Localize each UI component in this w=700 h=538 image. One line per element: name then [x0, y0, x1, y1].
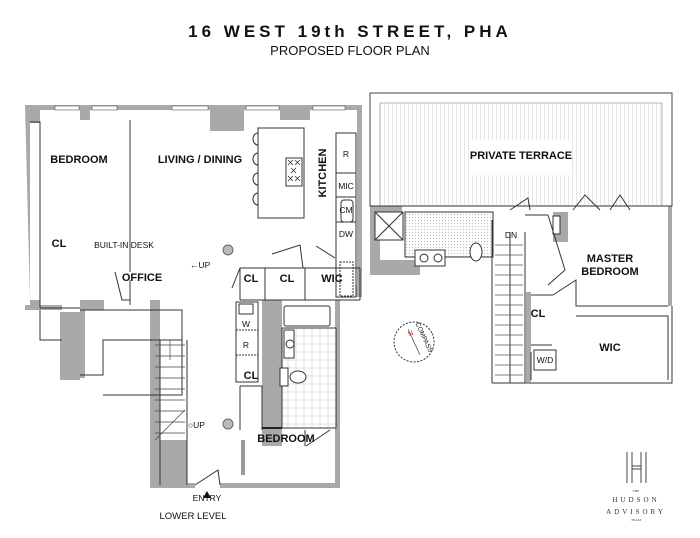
lower-level-plan: [25, 105, 362, 498]
svg-text:TEAM: TEAM: [631, 518, 642, 522]
room-label-living-dining: LIVING / DINING: [158, 154, 242, 166]
compass-north: N: [407, 330, 415, 338]
compass-icon: N COMPASS: [393, 321, 435, 363]
room-label-closet: CL: [244, 273, 259, 285]
room-label-closet: CL: [244, 370, 259, 382]
appliance-coffee-maker: CM: [339, 205, 352, 215]
appliance-microwave: MIC: [338, 181, 354, 191]
room-label-closet: CL: [531, 308, 546, 320]
room-label-wic: WIC: [321, 273, 342, 285]
entry-label: ENTRY: [193, 493, 222, 503]
appliance-washer: W: [242, 319, 250, 329]
stairs-down-label: DN: [505, 230, 517, 240]
appliance-refrigerator-2: R: [243, 340, 249, 350]
room-label-closet: CL: [280, 273, 295, 285]
hudson-advisory-logo: THE HUDSON ADVISORY TEAM: [606, 452, 666, 522]
room-label-master-bedroom: MASTER: [587, 253, 634, 265]
room-label-private-terrace: PRIVATE TERRACE: [470, 150, 572, 162]
upper-level-plan: [369, 92, 673, 384]
plan-subtitle: PROPOSED FLOOR PLAN: [270, 43, 430, 58]
room-label-master-bedroom-2: BEDROOM: [581, 266, 638, 278]
lower-level-label: LOWER LEVEL: [159, 511, 226, 522]
svg-text:THE: THE: [633, 489, 640, 493]
appliance-refrigerator: R: [343, 149, 349, 159]
room-label-bedroom: BEDROOM: [257, 433, 314, 445]
appliance-dishwasher: DW: [339, 229, 353, 239]
room-label-kitchen: KITCHEN: [317, 149, 329, 198]
room-label-closet: CL: [52, 238, 67, 250]
stairs-up-label: ←UP: [190, 260, 211, 270]
washer-dryer-label: W/D: [537, 355, 554, 365]
svg-text:ADVISORY: ADVISORY: [606, 508, 666, 516]
plan-title: 16 WEST 19th STREET, PHA: [188, 22, 512, 41]
room-label-bedroom: BEDROOM: [50, 154, 107, 166]
room-label-office: OFFICE: [122, 272, 162, 284]
stairs-up-label: ○UP: [188, 420, 205, 430]
built-in-desk-label: BUILT-IN DESK: [94, 240, 154, 250]
room-label-wic: WIC: [599, 342, 620, 354]
svg-text:HUDSON: HUDSON: [612, 496, 659, 504]
